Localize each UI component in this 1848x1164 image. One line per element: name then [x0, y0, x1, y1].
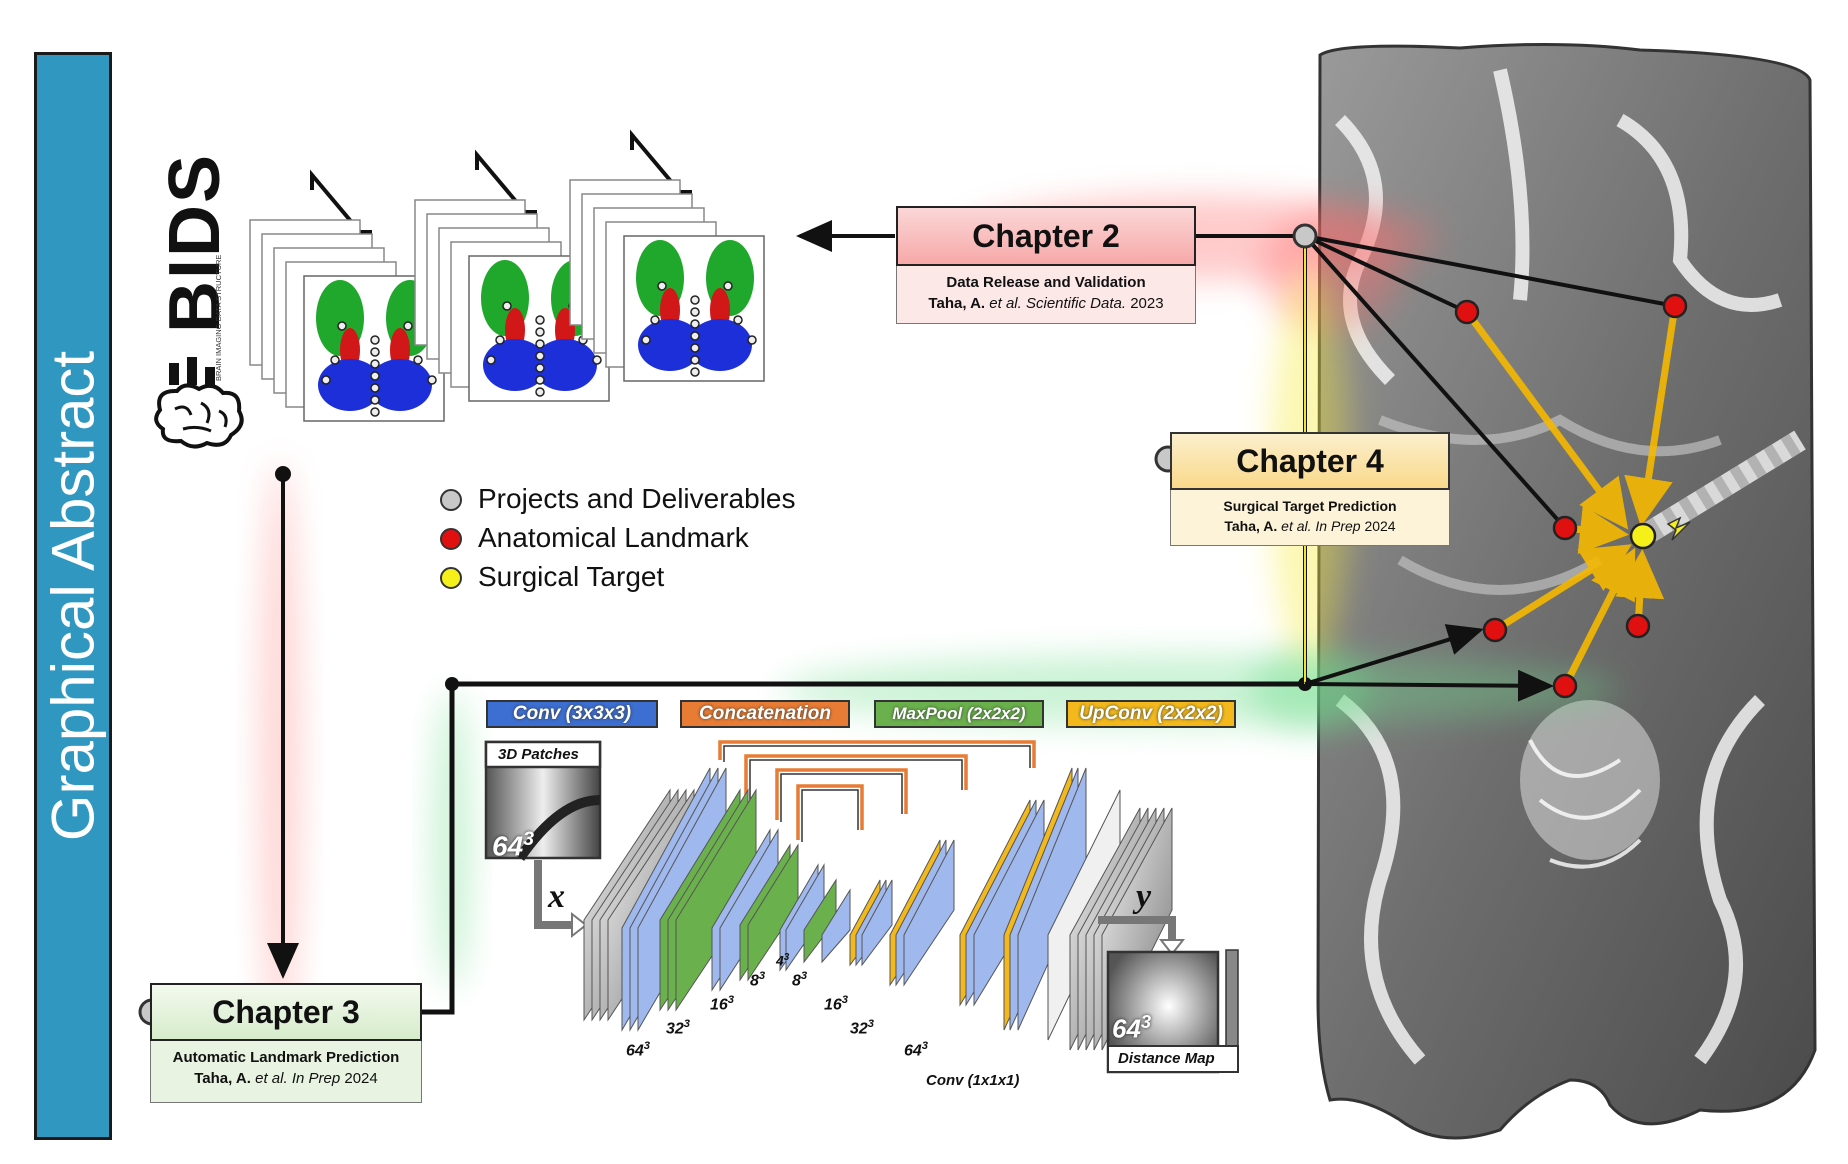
tag-conv: Conv (3x3x3) [486, 700, 658, 728]
output-size-label: 643 [1112, 1012, 1152, 1044]
bids-dataset-stacks [249, 129, 765, 422]
side-banner-title: Graphical Abstract [39, 350, 107, 842]
chapter2-title: Chapter 2 [896, 206, 1196, 266]
legend-red-dot-icon [440, 528, 462, 550]
unet-diagram [484, 740, 1239, 1074]
chapter4-subtitle-text: Surgical Target Prediction [1223, 498, 1397, 514]
surgical-target-marker [1629, 522, 1657, 550]
chapter4-title: Chapter 4 [1170, 432, 1450, 490]
chapter4-author: Taha, A. [1224, 518, 1278, 534]
brain-slice-image [1316, 42, 1817, 1140]
chapter2-citation: Taha, A. et al. Scientific Data. 2023 [897, 293, 1195, 314]
landmark-connections [1303, 234, 1676, 702]
chapter3-citation: Taha, A. et al. In Prep 2024 [151, 1068, 421, 1089]
electrode-icon [1644, 430, 1806, 542]
chapter2-title-text: Chapter 2 [972, 218, 1120, 254]
chapter2-node [1292, 223, 1318, 249]
chapter4-subtitle: Surgical Target Prediction Taha, A. et a… [1170, 490, 1450, 546]
bids-brain-icon [154, 357, 244, 449]
tag-concatenation: Concatenation [680, 700, 850, 728]
bids-logo-subtitle: BRAIN IMAGING DATA STRUCTURE [214, 254, 223, 381]
size-label: 643 [626, 1040, 651, 1060]
chapter3-etal: et al. [255, 1070, 288, 1087]
chapter4-title-text: Chapter 4 [1236, 443, 1384, 479]
chapter3-subtitle: Automatic Landmark Prediction Taha, A. e… [150, 1041, 422, 1103]
conv-final-label: Conv (1x1x1) [926, 1072, 1020, 1089]
legend-gray-dot-icon [440, 489, 462, 511]
size-label: 163 [824, 994, 849, 1014]
output-size-base: 64 [1112, 1013, 1141, 1044]
size-label: 43 [776, 952, 790, 969]
chapter2-year: 2023 [1130, 295, 1164, 312]
legend-label: Projects and Deliverables [478, 483, 796, 514]
size-label: 643 [904, 1040, 929, 1060]
input-size-label: 643 [492, 828, 535, 862]
tag-maxpool: MaxPool (2x2x2) [874, 700, 1044, 728]
anatomical-landmarks [1454, 293, 1688, 699]
bids-logo: BIDS BRAIN IMAGING DATA STRUCTURE [155, 153, 240, 381]
chapter3-author: Taha, A. [194, 1070, 251, 1087]
legend-label: Surgical Target [478, 561, 665, 592]
chapter3-year: 2024 [344, 1070, 378, 1087]
size-label: 323 [666, 1018, 691, 1038]
side-banner: Graphical Abstract [34, 52, 112, 1140]
output-symbol: y [1136, 878, 1152, 915]
chapter4-etal: et al. [1281, 518, 1312, 534]
input-size-base: 64 [492, 830, 524, 862]
chapter2-subtitle-text: Data Release and Validation [946, 274, 1146, 291]
chapter4-venue: In Prep [1315, 518, 1361, 534]
tag-upconv: UpConv (2x2x2) [1066, 700, 1236, 728]
chapter3-title: Chapter 3 [150, 983, 422, 1041]
chapter2-venue: Scientific Data. [1025, 295, 1127, 312]
input-patch-label: 3D Patches [498, 746, 579, 763]
size-label: 83 [750, 970, 766, 990]
chapter4-citation: Taha, A. et al. In Prep 2024 [1171, 516, 1449, 536]
chapter2-author: Taha, A. [928, 295, 986, 312]
chapter2-subtitle: Data Release and Validation Taha, A. et … [896, 266, 1196, 324]
chapter3-subtitle-text: Automatic Landmark Prediction [172, 1049, 400, 1066]
input-symbol: x [548, 878, 565, 915]
chapter3-title-text: Chapter 3 [212, 994, 360, 1030]
chapter3-venue: In Prep [291, 1070, 341, 1087]
chapter4-year: 2024 [1364, 518, 1396, 534]
legend-label: Anatomical Landmark [478, 522, 749, 553]
output-label: Distance Map [1118, 1050, 1215, 1067]
chapter2-etal: et al. [989, 295, 1022, 312]
size-label: 323 [850, 1018, 875, 1038]
size-label: 163 [710, 994, 735, 1014]
size-label: 83 [792, 970, 808, 990]
legend-yellow-dot-icon [440, 567, 462, 589]
